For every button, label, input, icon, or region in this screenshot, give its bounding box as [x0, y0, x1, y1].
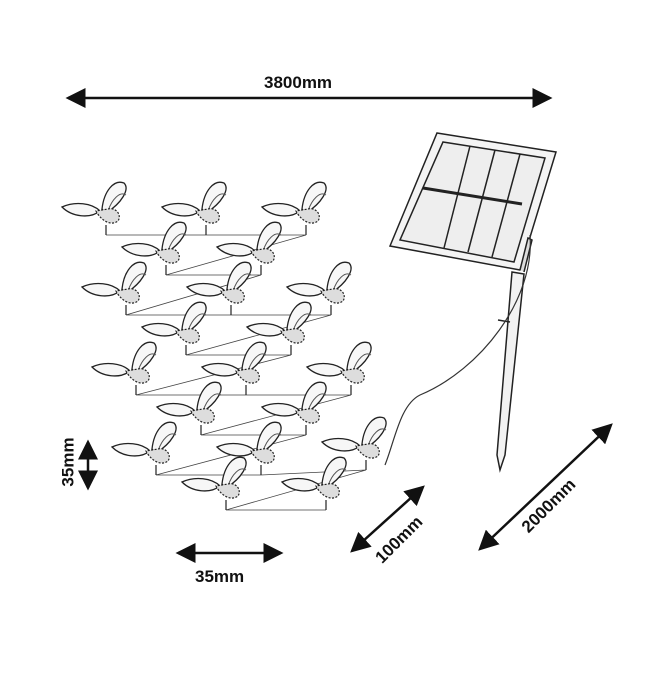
butterfly-light: [280, 456, 347, 510]
butterfly-light: [260, 181, 327, 235]
butterfly-light: [110, 421, 177, 475]
butterfly-light: [215, 421, 282, 475]
butterfly-light: [160, 181, 227, 235]
cable: [384, 234, 531, 466]
spacing-arrow: [350, 485, 425, 553]
butterfly-light: [305, 341, 372, 395]
ground-stake: [496, 271, 525, 473]
cable-arrow: [478, 423, 613, 551]
butterfly-light: [260, 381, 327, 435]
string-wire: [106, 234, 367, 511]
butterfly-light: [60, 181, 127, 235]
butterfly-light: [155, 381, 222, 435]
length-label: 3800mm: [264, 73, 333, 92]
butterfly-light: [200, 341, 267, 395]
butterfly-light: [215, 221, 282, 275]
butterfly-light: [140, 301, 207, 355]
solar-panel: [388, 132, 557, 273]
butterfly-light: [285, 261, 352, 315]
butterfly-light: [120, 221, 187, 275]
height-label: 35mm: [58, 437, 78, 487]
butterfly-lights: [60, 181, 387, 511]
butterfly-light: [245, 301, 312, 355]
width-label: 35mm: [195, 567, 245, 586]
butterfly-light: [180, 456, 247, 510]
butterfly-light: [90, 341, 157, 395]
butterfly-light: [80, 261, 147, 315]
butterfly-light: [185, 261, 252, 315]
butterfly-light: [320, 416, 387, 470]
